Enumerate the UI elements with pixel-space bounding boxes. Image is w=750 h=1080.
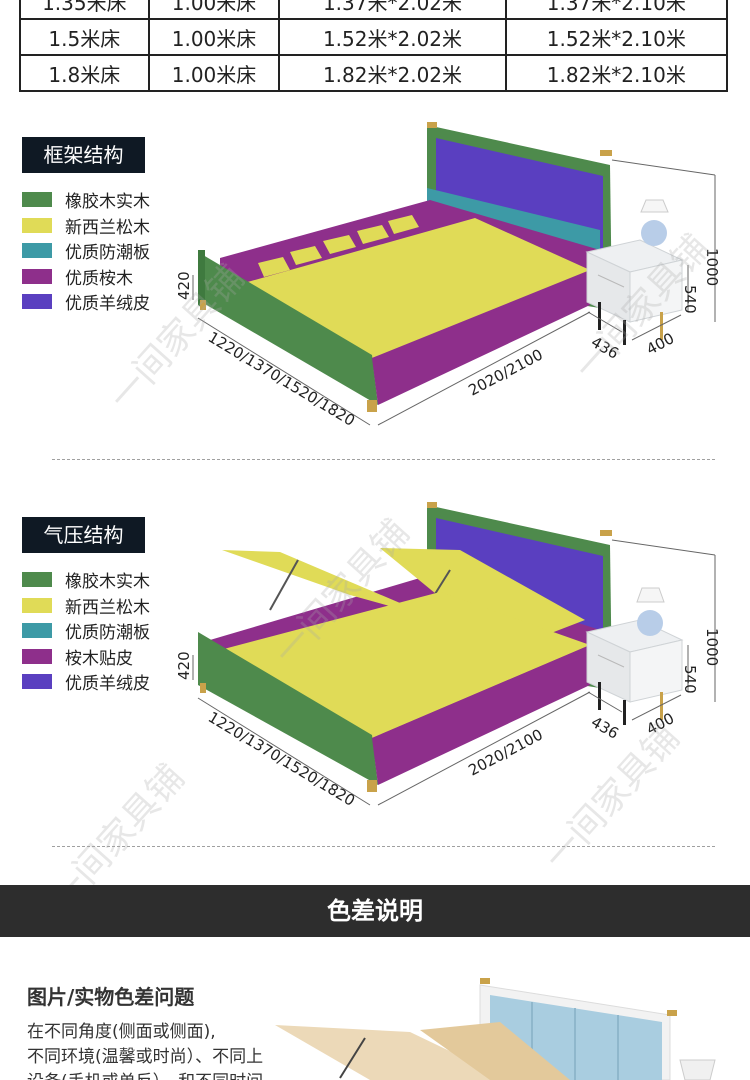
legend-item: 橡胶木实木 [22, 187, 150, 213]
legend-label: 桉木贴皮 [65, 648, 133, 669]
legend-item: 桉木贴皮 [22, 644, 150, 670]
footboard [198, 632, 378, 785]
pine-platform [237, 218, 590, 358]
footboard [198, 252, 378, 405]
gas-structure-tag: 气压结构 [22, 517, 145, 553]
legend-swatch [22, 192, 52, 208]
dim-nightstand-width: 436 [588, 333, 622, 363]
dim-height-left: 420 [175, 651, 193, 680]
footboard-post [198, 250, 205, 310]
table-cell: 1.52米*2.10米 [504, 18, 729, 56]
legend-item: 优质防潮板 [22, 238, 150, 264]
text-line: 在不同角度(侧面或侧面), [27, 1022, 216, 1042]
nightstand [585, 199, 684, 345]
headboard-cap [600, 150, 612, 156]
table-cell: 1.82米*2.10米 [504, 54, 729, 92]
dim-nightstand-depth: 400 [643, 329, 677, 358]
legend-item: 橡胶木实木 [22, 567, 150, 593]
table-cell: 1.5米床 [19, 18, 150, 56]
section-divider [52, 459, 715, 460]
color-difference-text: 在不同角度(侧面或侧面), 不同环境(温馨或时尚）、不同上 设备(手机或单反），… [27, 1020, 317, 1080]
legend-label: 优质羊绒皮 [65, 674, 150, 695]
table-cell: 1.00米床 [147, 18, 281, 56]
dim-height-left: 420 [175, 271, 193, 300]
dim-nightstand-height: 540 [681, 665, 699, 694]
legend-item: 优质防潮板 [22, 618, 150, 644]
lamp-base [641, 220, 667, 246]
legend-label: 优质羊绒皮 [65, 294, 150, 315]
legend-swatch [22, 217, 52, 233]
frame-structure-tag: 框架结构 [22, 137, 145, 173]
legend-swatch [22, 648, 52, 664]
headboard-cap [427, 122, 437, 128]
legend-label: 橡胶木实木 [65, 572, 150, 593]
gas-bed-diagram: 420 1220/1370/1520/1820 2020/2100 436 40… [175, 502, 721, 810]
frame-legend: 橡胶木实木 新西兰松木 优质防潮板 优质桉木 优质羊绒皮 [22, 187, 150, 315]
table-cell: 1.35米床 [19, 0, 150, 20]
frame-bed-diagram: 420 1220/1370/1520/1820 2020/2100 436 40… [175, 122, 721, 430]
legend-label: 橡胶木实木 [65, 192, 150, 213]
legend-item: 优质羊绒皮 [22, 289, 150, 315]
dim-nightstand-depth: 400 [643, 709, 677, 738]
legend-swatch [22, 597, 52, 613]
legend-label: 新西兰松木 [65, 597, 150, 618]
legend-swatch [22, 623, 52, 639]
legend-label: 新西兰松木 [65, 217, 150, 238]
lamp-shade [640, 199, 669, 213]
text-line: 不同环境(温馨或时尚）、不同上 [27, 1047, 264, 1067]
color-difference-banner: 色差说明 [0, 885, 750, 937]
legend-swatch [22, 268, 52, 284]
lifted-board-left [222, 550, 440, 620]
front-rail [372, 275, 590, 405]
legend-label: 优质防潮板 [65, 243, 150, 264]
table-cell: 1.37米*2.02米 [278, 0, 507, 20]
color-sample-bed-image [275, 978, 716, 1080]
legend-item: 优质羊绒皮 [22, 669, 150, 695]
text-line: 设备(手机或单反），和不同时间 [27, 1070, 317, 1080]
dim-headboard-height: 1000 [703, 628, 721, 666]
front-rail [372, 645, 590, 785]
table-cell: 1.00米床 [147, 54, 281, 92]
gas-strut [269, 559, 299, 611]
legend-swatch [22, 243, 52, 259]
dim-nightstand-width: 436 [588, 713, 622, 743]
dim-nightstand-height: 540 [681, 285, 699, 314]
dimension-lines [192, 159, 716, 426]
section-divider [52, 846, 715, 847]
legend-item: 优质桉木 [22, 264, 150, 290]
legend-label: 优质防潮板 [65, 623, 150, 644]
legend-item: 新西兰松木 [22, 593, 150, 619]
table-cell: 1.00米床 [147, 0, 281, 20]
bed-leg [200, 300, 206, 310]
table-cell: 1.82米*2.02米 [278, 54, 507, 92]
table-cell: 1.52米*2.02米 [278, 18, 507, 56]
legend-item: 新西兰松木 [22, 213, 150, 239]
pine-slats [258, 215, 419, 277]
table-cell: 1.8米床 [19, 54, 150, 92]
legend-swatch [22, 572, 52, 588]
gas-legend: 橡胶木实木 新西兰松木 优质防潮板 桉木贴皮 优质羊绒皮 [22, 567, 150, 695]
lifted-board-right [380, 548, 585, 645]
nightstand [585, 587, 684, 725]
dim-headboard-height: 1000 [703, 248, 721, 286]
table-cell: 1.37米*2.10米 [504, 0, 729, 20]
legend-label: 优质桉木 [65, 268, 133, 289]
color-difference-title: 图片/实物色差问题 [27, 985, 195, 1009]
legend-swatch [22, 294, 52, 310]
legend-swatch [22, 674, 52, 690]
bed-leg [367, 400, 377, 412]
banner-title: 色差说明 [327, 897, 423, 925]
